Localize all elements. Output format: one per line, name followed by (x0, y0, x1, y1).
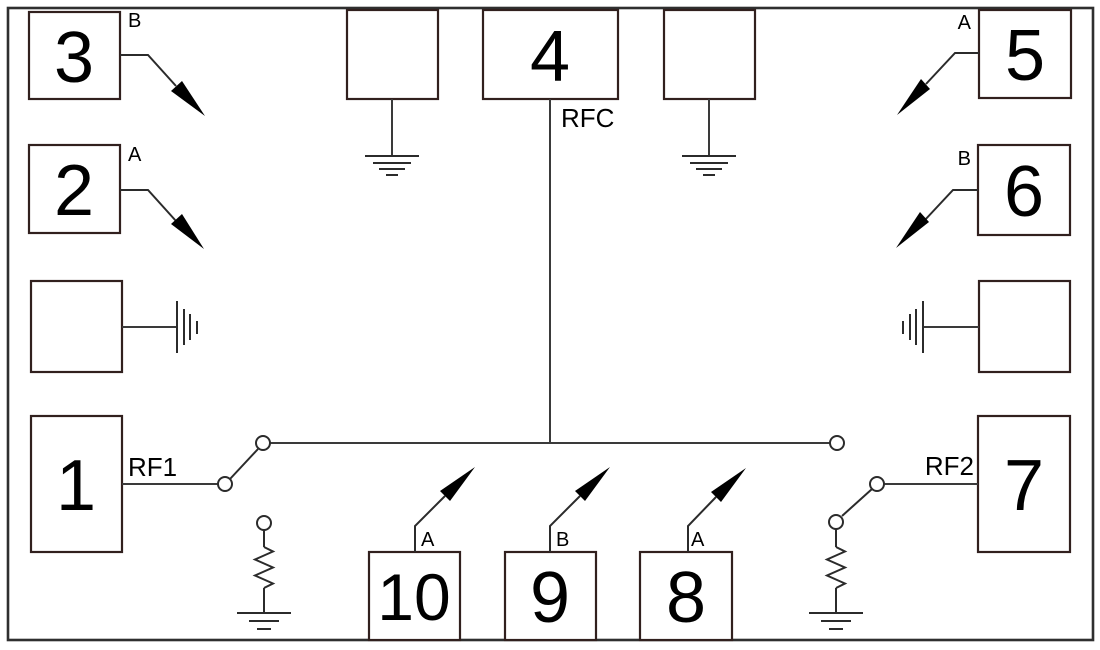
pad-number-4: 4 (530, 17, 570, 97)
bond-label-5: A (958, 12, 972, 34)
ground-pad-box-right (977, 279, 1072, 374)
switch-throw-right-bus (829, 435, 845, 451)
pad-number-1: 1 (56, 446, 96, 526)
termination-resistor-right (824, 529, 848, 612)
pad-number-6: 6 (1004, 152, 1044, 232)
bond-label-8: A (691, 529, 705, 551)
switch-throw-left-term (256, 515, 272, 531)
pad-box-9 (503, 550, 598, 642)
bond-arrow-3 (120, 54, 205, 116)
bond-label-10: A (421, 529, 435, 551)
pad-box-8 (638, 550, 734, 642)
bond-label-9: B (556, 529, 569, 551)
port-label-rf2: RF2 (925, 451, 974, 481)
bond-arrow-10 (414, 467, 475, 552)
pad-box-4 (481, 8, 620, 101)
switch-throw-right-term (828, 514, 844, 530)
pad-number-8: 8 (666, 558, 706, 638)
pad-box-2 (27, 143, 122, 235)
pad-number-7: 7 (1004, 446, 1044, 526)
switch-pole-right (869, 476, 885, 492)
pad-number-3: 3 (54, 18, 94, 98)
bond-arrow-5 (897, 52, 979, 115)
pad-box-10 (367, 550, 462, 642)
bond-label-6: B (958, 148, 971, 170)
switch-pole-left (217, 476, 233, 492)
bond-label-3: B (128, 10, 141, 32)
sideways-ground-right-icon (902, 301, 979, 353)
pad-number-10: 10 (377, 560, 450, 634)
port-label-rf1: RF1 (128, 452, 177, 482)
earth-ground-bottom-right-icon (809, 612, 863, 630)
pad-box-3 (27, 10, 122, 101)
switch-throw-left-bus (255, 435, 271, 451)
termination-resistor-left (252, 530, 276, 612)
port-label-rfc: RFC (561, 103, 614, 133)
bond-arrow-9 (549, 467, 610, 552)
switch-arm-right (841, 488, 873, 517)
earth-ground-top-left-icon (365, 99, 419, 176)
earth-ground-top-right-icon (682, 99, 736, 176)
bond-arrow-6 (896, 189, 978, 248)
switch-arm-left (229, 448, 259, 480)
sideways-ground-left-icon (122, 301, 198, 353)
ground-pad-box-top-left (345, 8, 440, 101)
pad-number-2: 2 (54, 151, 94, 231)
ground-pad-box-left (29, 279, 124, 374)
earth-ground-bottom-left-icon (237, 612, 291, 630)
bond-label-2: A (128, 144, 142, 166)
pad-number-9: 9 (530, 558, 570, 638)
bond-arrow-8 (687, 468, 746, 552)
pad-number-5: 5 (1005, 16, 1045, 96)
ground-pad-box-top-right (662, 8, 757, 101)
bond-arrow-2 (120, 189, 204, 249)
